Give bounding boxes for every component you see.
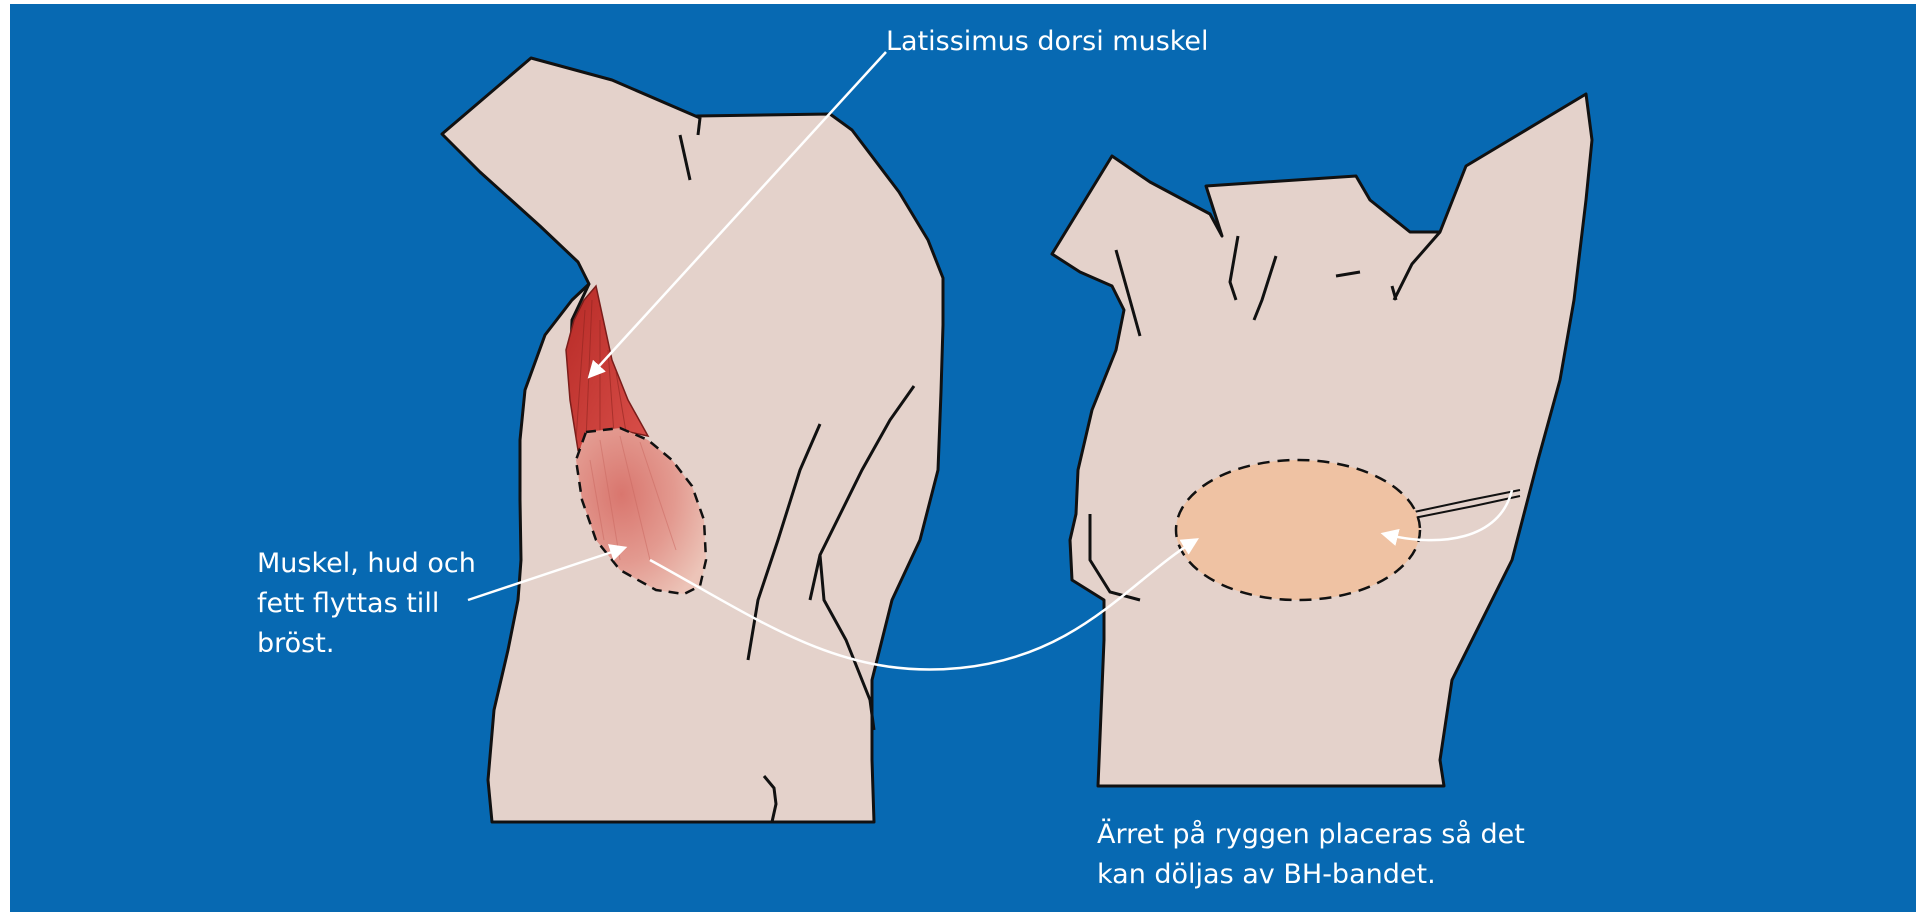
label-flap-line: Muskel, hud och [257,544,476,584]
right-torso-figure [1052,94,1592,786]
left-torso-body [442,58,943,822]
label-scar-description: Ärret på ryggen placeras så det kan dölj… [1097,815,1525,895]
label-scar-line: Ärret på ryggen placeras så det [1097,815,1525,855]
scar-area [1176,460,1420,600]
right-torso-body [1052,94,1592,786]
left-neck-line [698,118,700,135]
label-latissimus-dorsi: Latissimus dorsi muskel [886,22,1209,62]
label-flap-line: fett flyttas till [257,584,476,624]
label-flap-description: Muskel, hud och fett flyttas till bröst. [257,544,476,664]
left-torso-figure [442,58,943,822]
label-flap-line: bröst. [257,624,476,664]
label-muscle-text: Latissimus dorsi muskel [886,22,1209,62]
label-scar-line: kan döljas av BH-bandet. [1097,855,1525,895]
